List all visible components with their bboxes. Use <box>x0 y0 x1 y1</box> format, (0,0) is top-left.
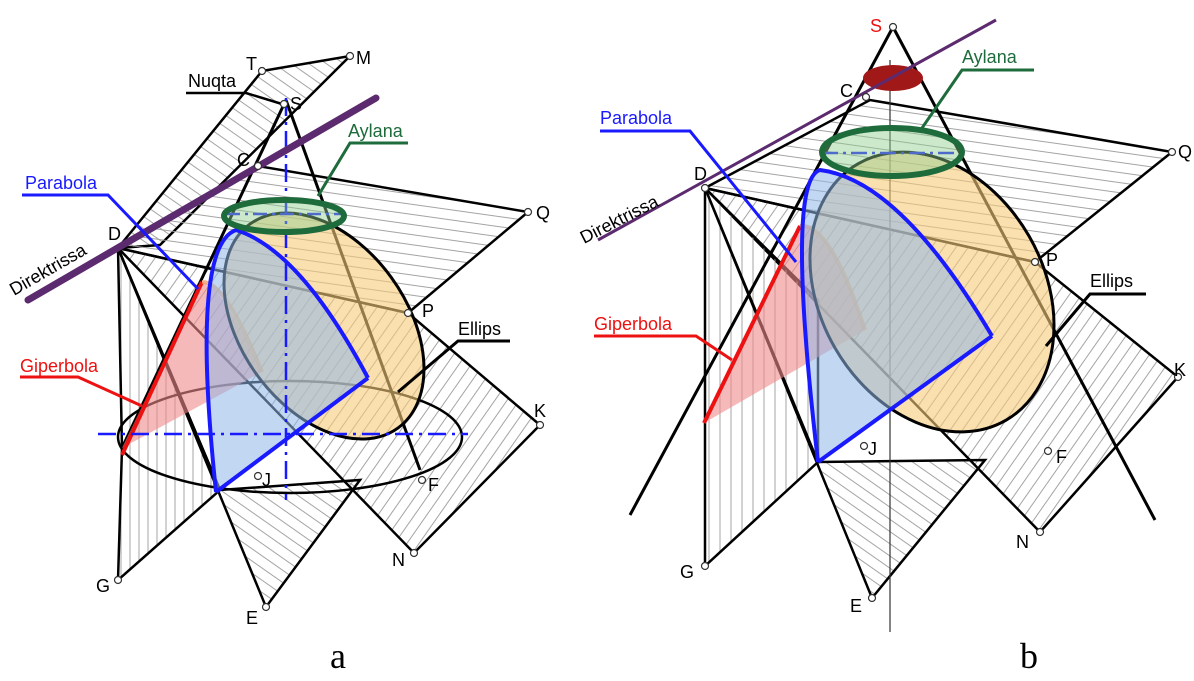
panel-b: S C D Q P K F N J G E Aylana Parabola Di… <box>577 16 1192 676</box>
label-Q-b: Q <box>1178 142 1192 162</box>
label-J-b: J <box>868 439 877 459</box>
point-F-a <box>417 475 427 485</box>
leader-nuqta-a <box>186 91 283 106</box>
label-N-a: N <box>392 550 405 570</box>
point-N-a <box>409 548 419 558</box>
label-S-a: S <box>290 94 302 114</box>
point-P-b <box>1030 257 1040 267</box>
point-J-b <box>859 441 869 451</box>
point-T-a <box>257 66 267 76</box>
parabola-base-b <box>816 334 994 464</box>
label-giperbola-b: Giperbola <box>594 314 673 334</box>
cone-generator-left-a <box>120 99 288 449</box>
label-ellips-a: Ellips <box>458 319 501 339</box>
label-E-b: E <box>850 596 862 616</box>
label-S-b: S <box>870 16 882 36</box>
label-G-a: G <box>96 576 110 596</box>
label-Q-a: Q <box>536 203 550 223</box>
circle-section-b <box>819 125 965 179</box>
label-giperbola-a: Giperbola <box>20 356 99 376</box>
label-D-a: D <box>108 224 121 244</box>
leader-aylana-a <box>316 141 408 197</box>
panel-a: S T M C D Q P K F N J G E Nuqta Aylana P… <box>6 48 550 676</box>
point-D-b <box>700 183 710 193</box>
leader-parabola-b <box>600 129 798 263</box>
caption-b: b <box>1020 636 1038 676</box>
label-M-a: M <box>356 48 371 68</box>
label-K-a: K <box>534 401 546 421</box>
cone-generator-left-b <box>628 26 895 516</box>
point-S-a <box>279 99 289 109</box>
point-C-a <box>253 161 263 171</box>
directrix-line-b <box>597 18 997 242</box>
label-E-a: E <box>246 608 258 628</box>
caption-a: a <box>330 636 346 676</box>
label-direktrissa-b: Direktrissa <box>577 191 663 248</box>
point-E-a <box>261 602 271 612</box>
point-C-b <box>861 92 871 102</box>
point-Q-b <box>1167 147 1177 157</box>
label-parabola-b: Parabola <box>600 108 673 128</box>
label-C-a: C <box>237 150 250 170</box>
leader-giperbola-a <box>20 375 143 408</box>
point-K-b <box>1173 372 1183 382</box>
point-M-a <box>345 51 355 61</box>
label-N-b: N <box>1016 532 1029 552</box>
label-C-b: C <box>840 81 853 101</box>
label-aylana-b: Aylana <box>962 47 1018 67</box>
label-parabola-a: Parabola <box>25 173 98 193</box>
point-G-a <box>113 575 123 585</box>
directrix-line-a <box>24 94 380 304</box>
leader-ellips-b <box>1044 292 1146 347</box>
parabola-base-a <box>214 376 370 494</box>
label-aylana-a: Aylana <box>348 121 404 141</box>
point-P-a <box>403 308 413 318</box>
label-K-b: K <box>1174 360 1186 380</box>
parabola-region-b <box>801 170 992 462</box>
point-E-b <box>867 593 877 603</box>
label-F-a: F <box>428 475 439 495</box>
hyperbola-curve-a <box>120 281 204 456</box>
leader-ellips-a <box>397 339 510 394</box>
leader-giperbola-b <box>594 334 733 362</box>
hyperbola-curve-b <box>702 225 802 424</box>
parabola-region-a <box>206 230 368 492</box>
point-S-b <box>888 22 898 32</box>
point-N-b <box>1035 527 1045 537</box>
label-P-b: P <box>1046 250 1058 270</box>
label-nuqta-a: Nuqta <box>188 71 237 91</box>
label-P-a: P <box>422 301 434 321</box>
point-Q-a <box>523 207 533 217</box>
parabola-curve-a <box>204 227 370 493</box>
point-K-a <box>535 420 545 430</box>
label-G-b: G <box>680 562 694 582</box>
parabola-curve-b <box>800 167 994 463</box>
circle-section-a <box>221 197 347 235</box>
label-D-b: D <box>694 164 707 184</box>
point-J-a <box>253 471 263 481</box>
label-J-a: J <box>262 470 271 490</box>
point-G-b <box>700 561 710 571</box>
label-T-a: T <box>246 54 257 74</box>
point-F-b <box>1043 446 1053 456</box>
leader-parabola-a <box>22 193 200 291</box>
leader-aylana-b <box>920 68 1034 129</box>
label-F-b: F <box>1056 447 1067 467</box>
label-ellips-b: Ellips <box>1090 271 1133 291</box>
